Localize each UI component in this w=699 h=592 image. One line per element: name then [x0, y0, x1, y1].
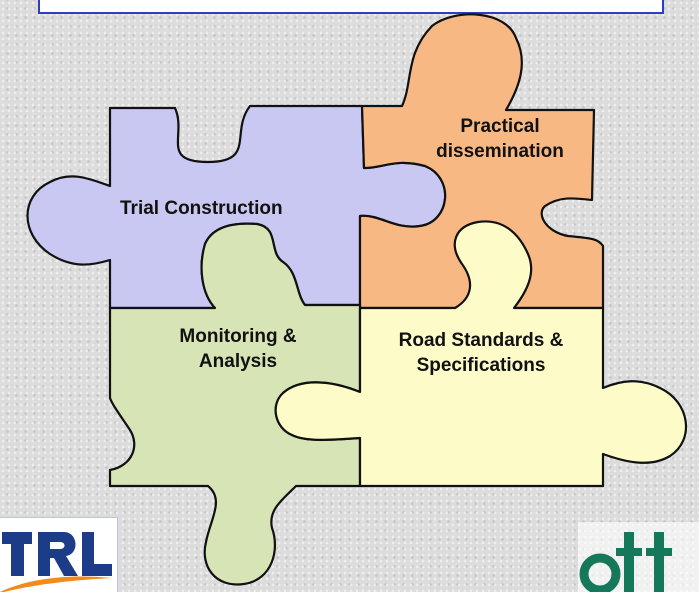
ott-logo — [578, 522, 699, 592]
ott-logo-graphic — [578, 522, 699, 592]
label-practical-dissemination: Practical dissemination — [420, 114, 580, 164]
label-road-line1: Road Standards & — [398, 330, 564, 351]
label-trial-construction: Trial Construction — [120, 198, 283, 219]
trl-logo-graphic — [0, 532, 112, 592]
puzzle-piece-road-standards — [274, 220, 688, 488]
label-monitoring-analysis: Monitoring & Analysis — [148, 324, 328, 374]
top-frame-bar — [38, 0, 664, 14]
label-road-line2: Specifications — [416, 355, 546, 376]
label-practical-line2: dissemination — [436, 141, 564, 162]
label-monitoring-line2: Analysis — [198, 351, 278, 372]
label-practical-line1: Practical — [460, 116, 540, 137]
trl-logo — [0, 517, 118, 592]
label-road-standards: Road Standards & Specifications — [368, 328, 594, 378]
label-monitoring-line1: Monitoring & — [179, 326, 297, 347]
puzzle-piece-practical-dissemination — [358, 13, 605, 310]
